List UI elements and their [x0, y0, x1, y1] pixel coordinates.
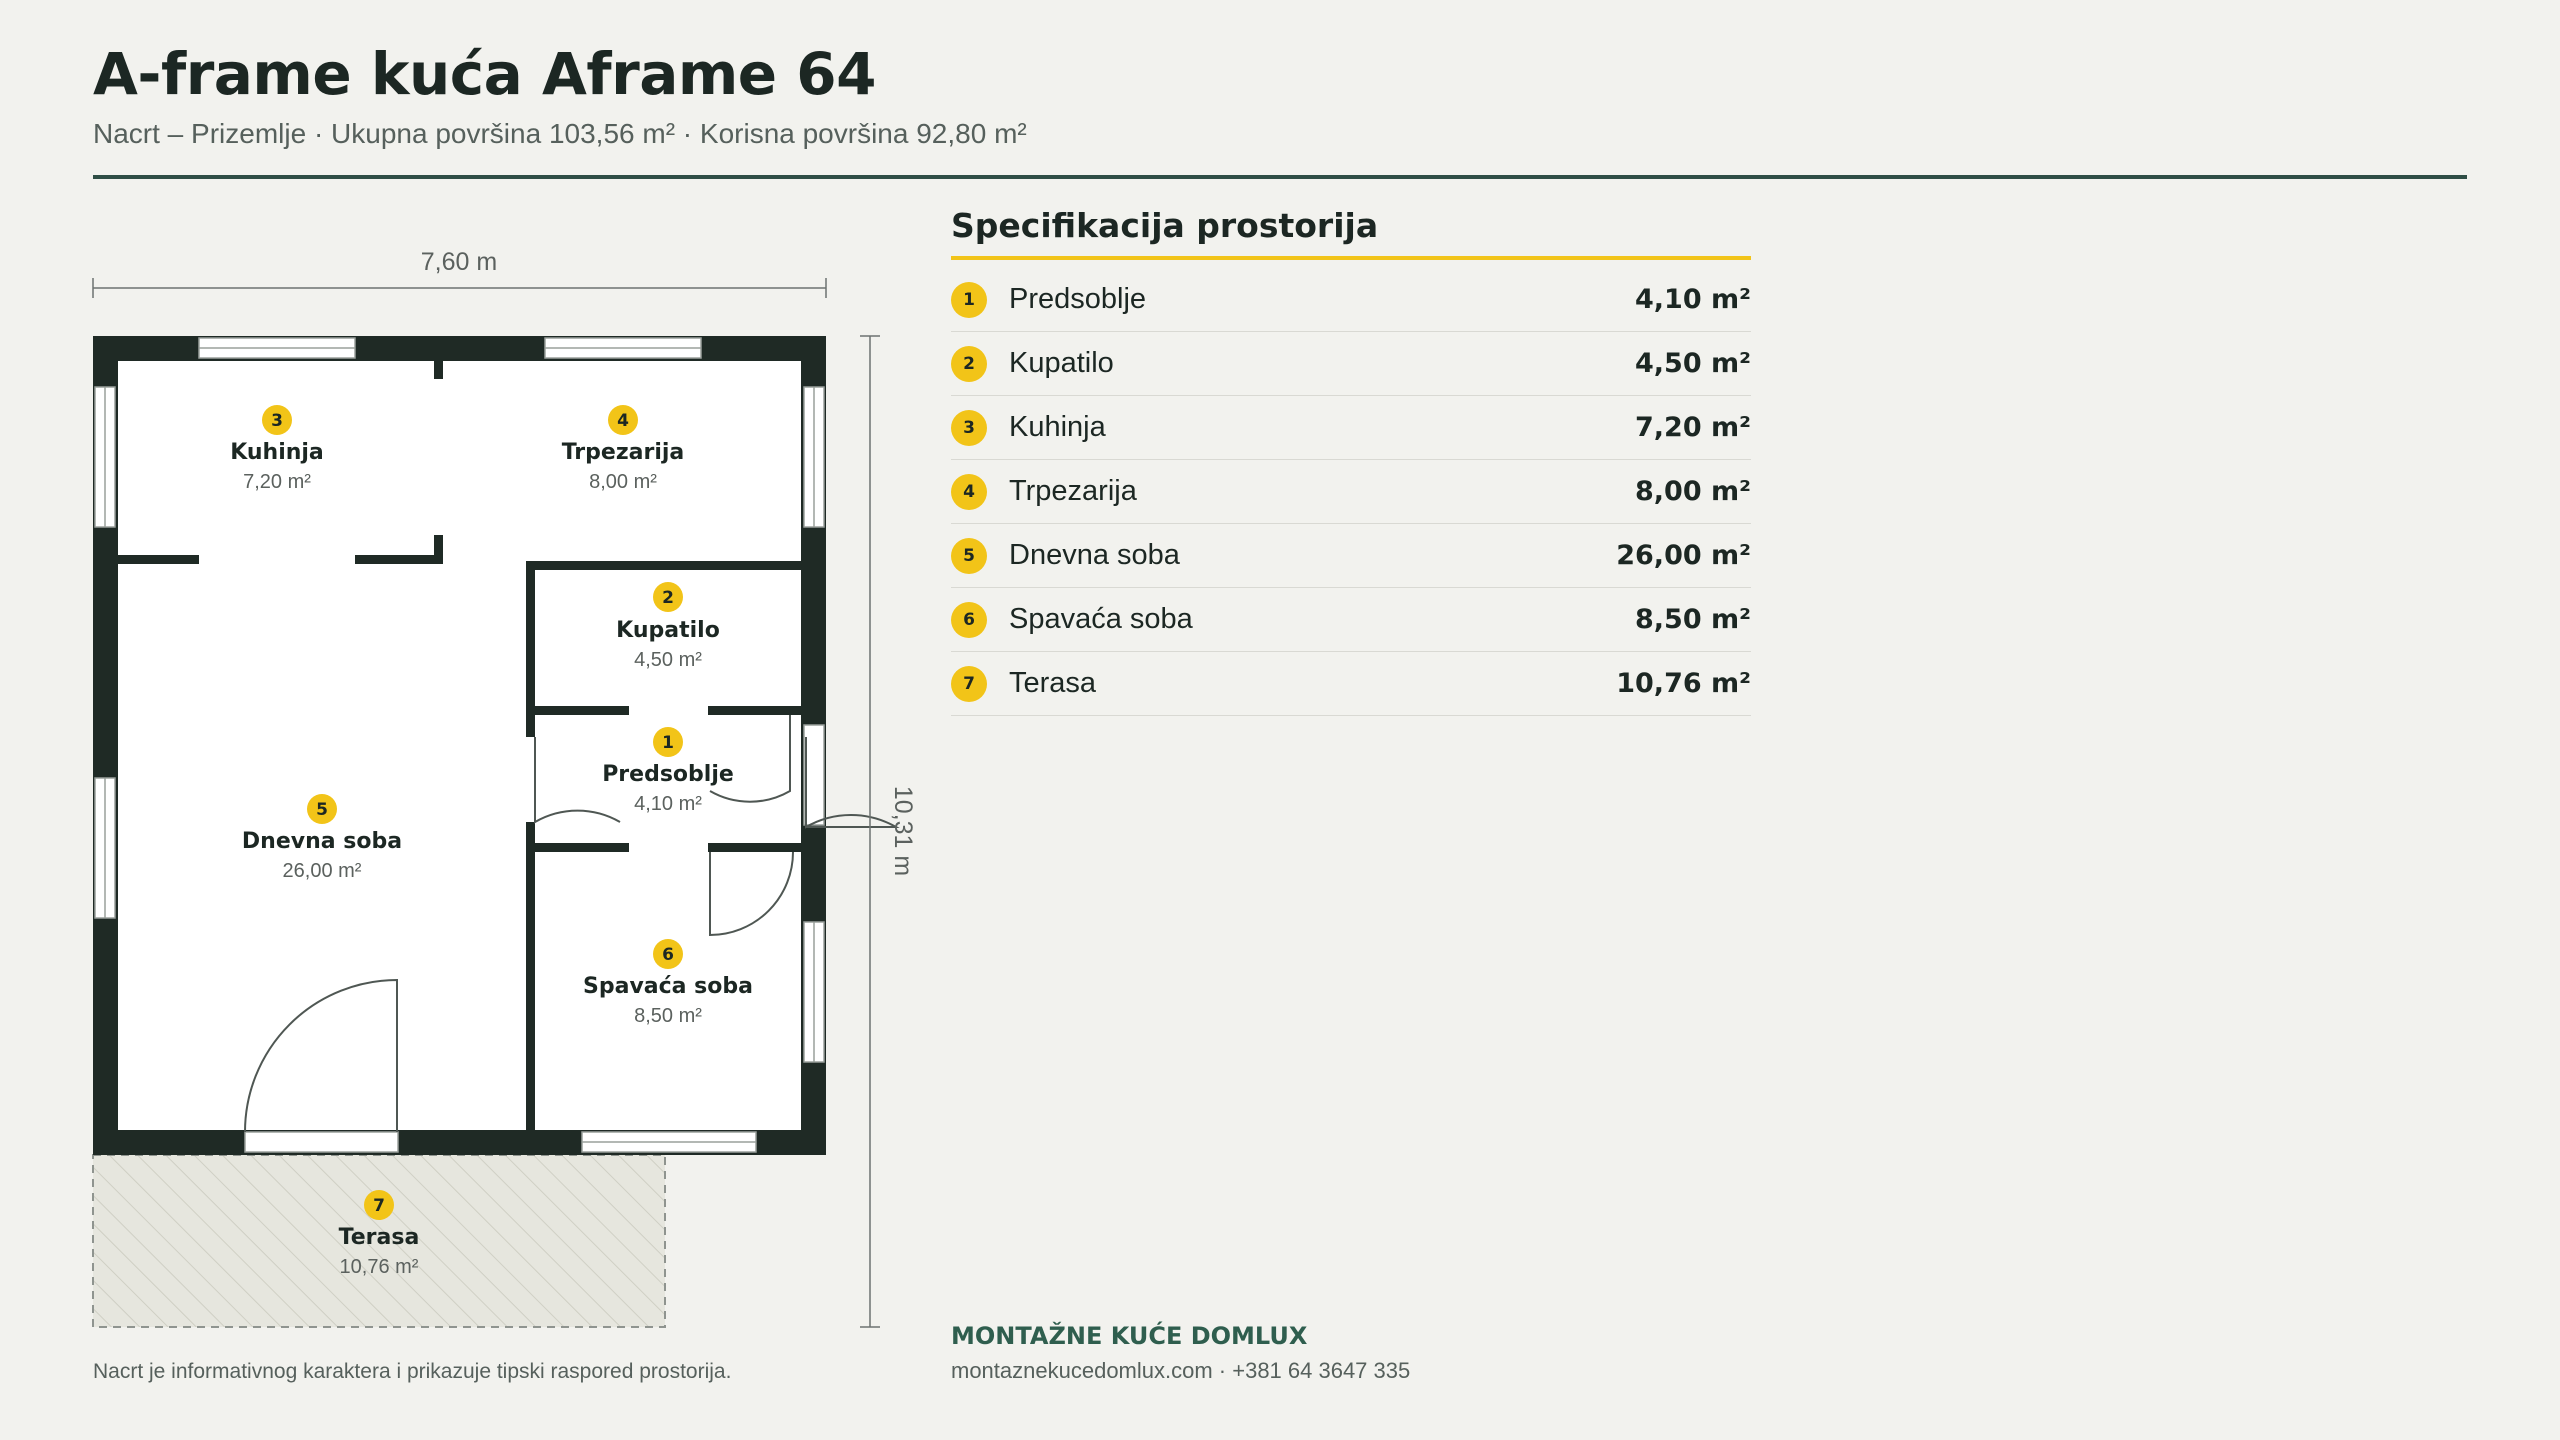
svg-text:Kupatilo: Kupatilo [616, 618, 720, 643]
spec-row: 1 Predsoblje 4,10 m² [951, 268, 1751, 332]
depth-dimension-label: 10,31 m [889, 786, 917, 876]
spec-row: 7 Terasa 10,76 m² [951, 652, 1751, 716]
room-name: Trpezarija [1009, 475, 1137, 507]
room-label-trpezarija: 4 Trpezarija 8,00 m² [562, 405, 685, 493]
door-swings [244, 715, 900, 1133]
room-name: Spavaća soba [1009, 603, 1193, 635]
svg-text:4,50 m²: 4,50 m² [634, 649, 702, 671]
svg-text:Trpezarija: Trpezarija [562, 440, 685, 465]
svg-text:3: 3 [271, 411, 283, 431]
page-title: A-frame kuća Aframe 64 [93, 40, 877, 108]
svg-text:Kuhinja: Kuhinja [230, 440, 324, 465]
svg-text:8,00 m²: 8,00 m² [589, 471, 657, 493]
header-divider [93, 175, 2467, 179]
svg-text:6: 6 [662, 945, 674, 965]
svg-text:4,10 m²: 4,10 m² [634, 793, 702, 815]
room-label-kuhinja: 3 Kuhinja 7,20 m² [230, 405, 324, 493]
interior-walls [118, 361, 801, 1130]
room-label-terasa: 7 Terasa 10,76 m² [339, 1190, 420, 1278]
svg-text:4: 4 [617, 411, 629, 431]
spec-row: 2 Kupatilo 4,50 m² [951, 332, 1751, 396]
room-specification: Specifikacija prostorija 1 Predsoblje 4,10… [951, 200, 1751, 716]
room-number-badge: 3 [951, 409, 987, 446]
room-area: 26,00 m² [1616, 540, 1751, 571]
svg-text:5: 5 [316, 800, 328, 820]
depth-dimension [860, 335, 880, 1328]
floor-plan: 3 Kuhinja 7,20 m² 4 Trpezarija 8,00 m² 2… [92, 248, 917, 1328]
room-label-kupatilo: 2 Kupatilo 4,50 m² [616, 582, 720, 671]
room-area: 8,00 m² [1635, 476, 1751, 507]
room-area: 8,50 m² [1635, 604, 1751, 635]
room-number-badge: 7 [951, 665, 987, 702]
svg-text:1: 1 [662, 733, 674, 753]
interior-floor [118, 361, 801, 1130]
room-label-dnevna-soba: 5 Dnevna soba 26,00 m² [242, 794, 402, 882]
svg-text:26,00 m²: 26,00 m² [283, 860, 362, 882]
room-area: 4,10 m² [1635, 284, 1751, 315]
room-area: 10,76 m² [1616, 668, 1751, 699]
spec-row: 4 Trpezarija 8,00 m² [951, 460, 1751, 524]
room-label-spavaca-soba: 6 Spavaća soba 8,50 m² [583, 939, 753, 1027]
spec-row: 6 Spavaća soba 8,50 m² [951, 588, 1751, 652]
svg-text:8,50 m²: 8,50 m² [634, 1005, 702, 1027]
svg-text:7,20 m²: 7,20 m² [243, 471, 311, 493]
disclaimer-note: Nacrt je informativnog karaktera i prika… [93, 1360, 732, 1383]
room-name: Dnevna soba [1009, 539, 1180, 571]
page-subtitle: Nacrt – Prizemlje · Ukupna površina 103,… [93, 118, 1027, 149]
svg-text:Spavaća soba: Spavaća soba [583, 974, 753, 999]
width-dimension [92, 278, 827, 298]
spec-title: Specifikacija prostorija [951, 206, 1379, 245]
window-mullions [104, 347, 815, 1143]
contact-info: montaznekucedomlux.com · +381 64 3647 33… [951, 1358, 1411, 1383]
room-number-badge: 1 [951, 281, 987, 318]
spec-title-underline [951, 256, 1751, 260]
brand-name: MONTAŽNE KUĆE DOMLUX [951, 1322, 1308, 1350]
room-number-badge: 6 [951, 601, 987, 638]
entrance-opening [244, 1131, 399, 1153]
spec-row: 5 Dnevna soba 26,00 m² [951, 524, 1751, 588]
svg-text:2: 2 [662, 588, 674, 608]
room-name: Kuhinja [1009, 411, 1106, 443]
room-number-badge: 5 [951, 537, 987, 574]
svg-text:Dnevna soba: Dnevna soba [242, 829, 402, 854]
room-number-badge: 4 [951, 473, 987, 510]
svg-text:10,76 m²: 10,76 m² [340, 1256, 419, 1278]
room-name: Terasa [1009, 667, 1097, 699]
spec-list: 1 Predsoblje 4,10 m² 2 Kupatilo 4,50 m² 3 Kuhin… [951, 268, 1751, 716]
room-area: 7,20 m² [1635, 412, 1751, 443]
svg-text:Terasa: Terasa [339, 1225, 420, 1250]
room-label-predsoblje: 1 Predsoblje 4,10 m² [602, 727, 734, 815]
room-area: 4,50 m² [1635, 348, 1751, 379]
svg-text:Predsoblje: Predsoblje [602, 762, 734, 787]
room-number-badge: 2 [951, 345, 987, 382]
room-name: Kupatilo [1009, 347, 1114, 379]
room-name: Predsoblje [1009, 283, 1147, 315]
spec-row: 3 Kuhinja 7,20 m² [951, 396, 1751, 460]
width-dimension-label: 7,60 m [421, 248, 497, 276]
svg-text:7: 7 [373, 1196, 385, 1216]
